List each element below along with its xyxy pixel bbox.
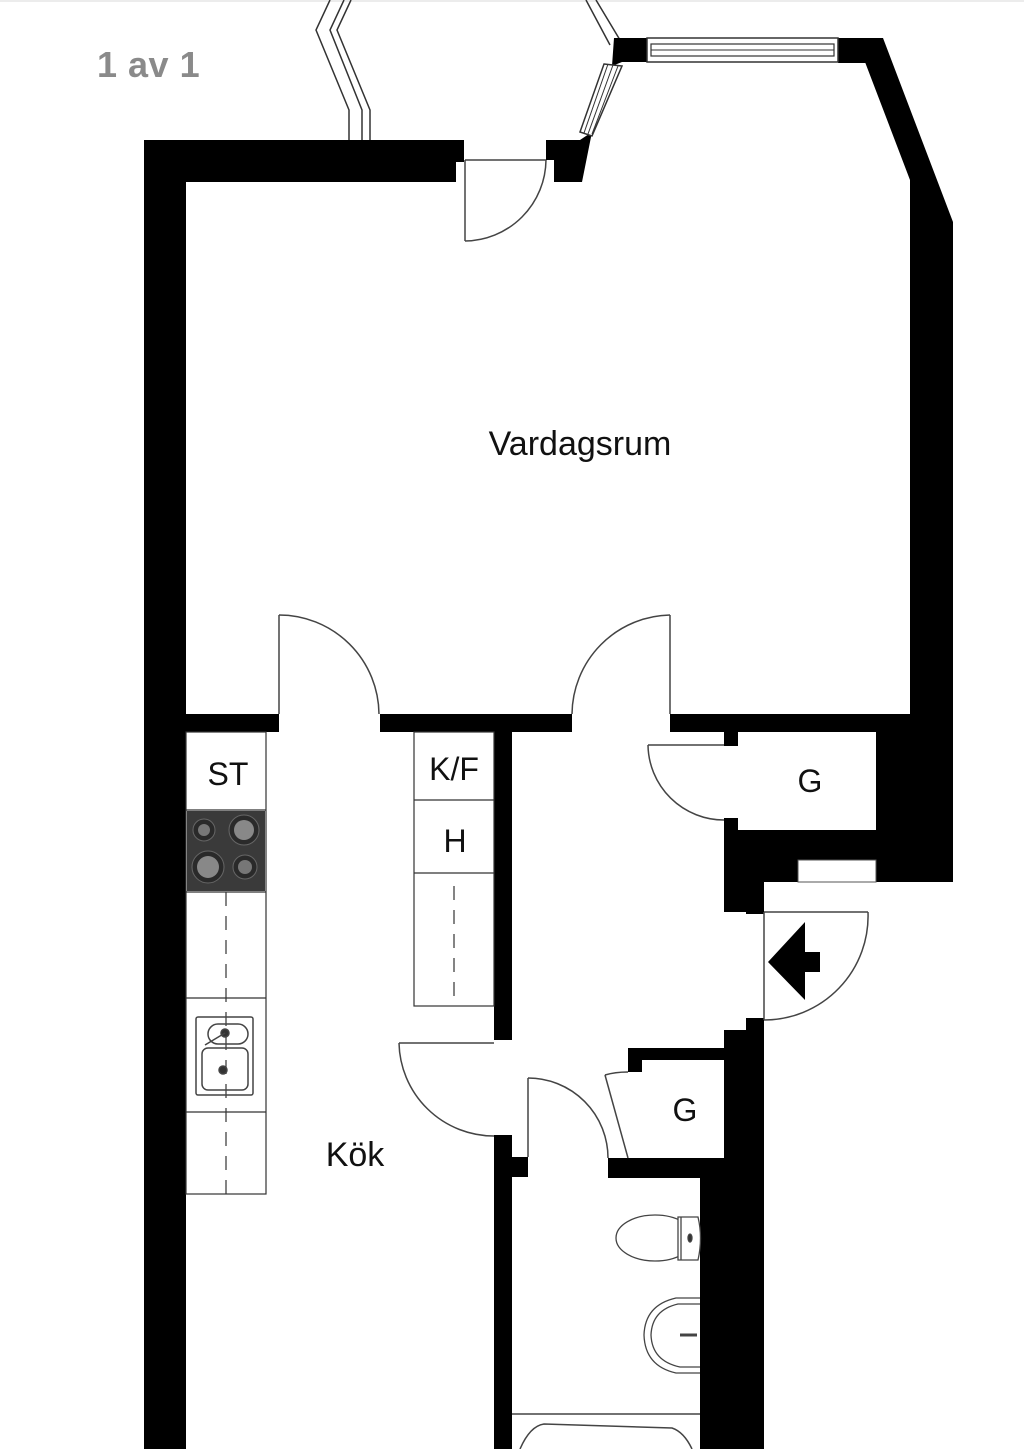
kitchen-door: [278, 614, 380, 715]
window-entrance-side: [797, 859, 877, 883]
kitchen-counter-left: [185, 731, 267, 1195]
label-stove-cabinet: ST: [208, 756, 249, 792]
entrance-arrow-icon: [768, 922, 820, 1000]
hall-door: [571, 614, 671, 715]
wardrobe-upper-door: [647, 744, 725, 821]
label-tall-cabinet: H: [443, 823, 466, 859]
wardrobe-lower-door: [604, 1071, 629, 1159]
room-label-living: Vardagsrum: [489, 425, 672, 463]
toilet-icon: [615, 1214, 702, 1262]
sink-icon: [195, 1016, 254, 1096]
kitchen-counter-right: [413, 731, 495, 1007]
viewer-top-border: [0, 0, 1024, 2]
room-label-kitchen: Kök: [326, 1136, 386, 1174]
walls: [144, 38, 953, 1449]
window-bay-diagonal: [579, 63, 624, 137]
kitchen-side-door: [398, 1042, 495, 1137]
label-wardrobe-bath: G: [673, 1092, 698, 1128]
page-counter: 1 av 1: [97, 44, 201, 85]
bathroom-door: [527, 1077, 609, 1159]
stove-icon: [187, 811, 265, 891]
balcony-door: [464, 159, 547, 242]
label-wardrobe-hall: G: [798, 763, 823, 799]
doors: [278, 159, 869, 1159]
label-fridge-freezer: K/F: [429, 751, 479, 787]
bathtub-icon: [512, 1413, 700, 1449]
balcony-railing: [315, 0, 621, 140]
entrance-door: [763, 911, 869, 1021]
washbasin-icon: [643, 1297, 700, 1374]
window-top: [646, 37, 839, 63]
